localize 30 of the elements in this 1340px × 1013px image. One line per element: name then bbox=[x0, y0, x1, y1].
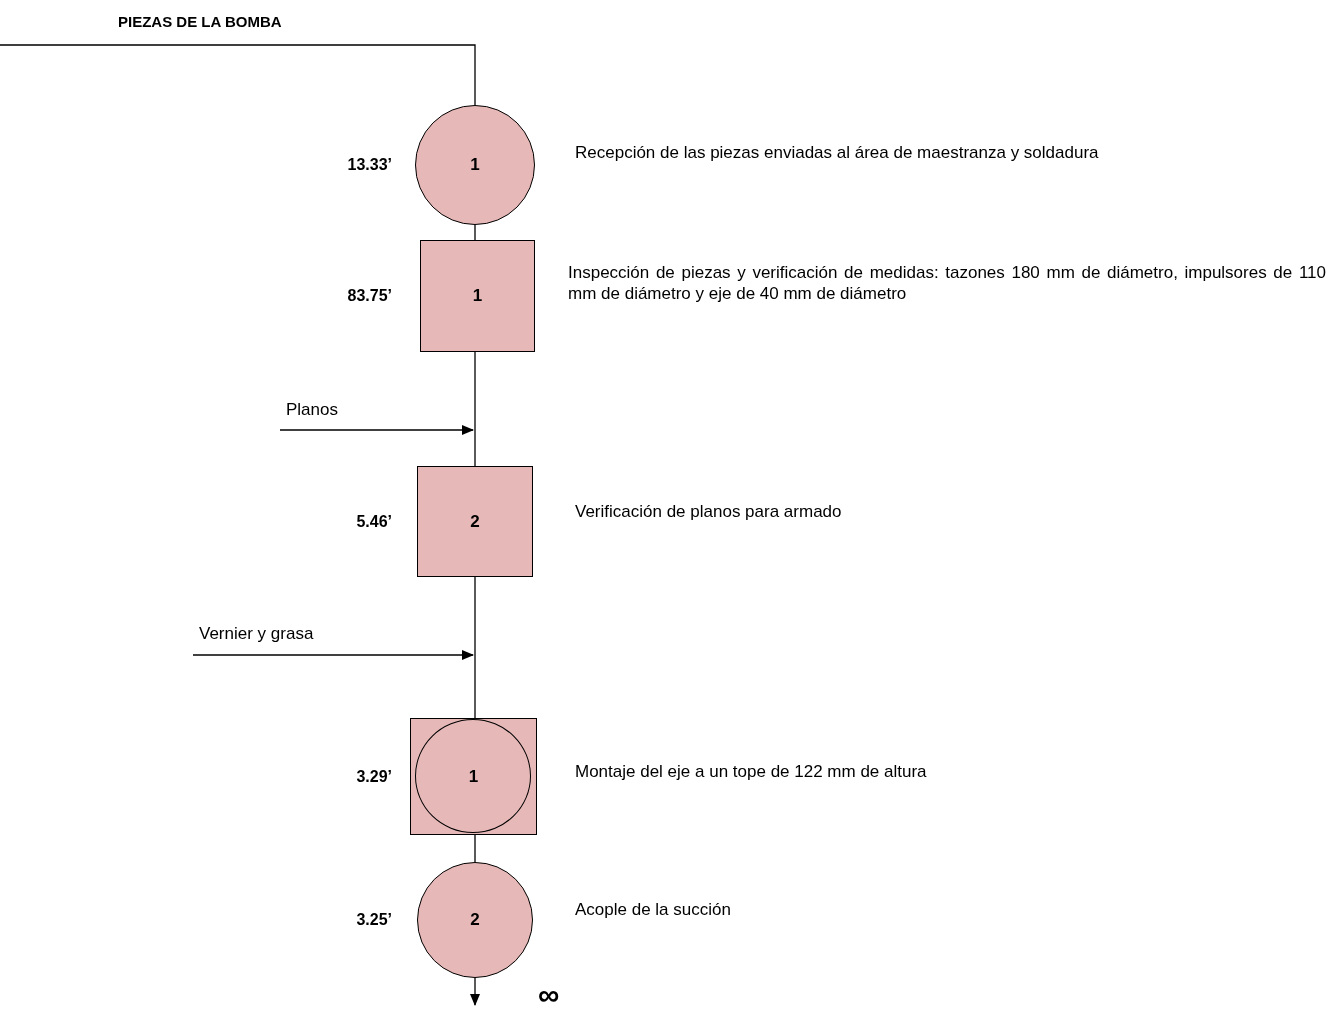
flow-line bbox=[474, 351, 476, 467]
time-label: 3.25’ bbox=[356, 911, 392, 929]
step-number: 2 bbox=[470, 511, 480, 532]
inspection-square bbox=[420, 240, 535, 352]
step-number: 1 bbox=[470, 155, 480, 175]
combined-operation-symbol bbox=[410, 718, 537, 835]
step-description: Verificación de planos para armado bbox=[575, 500, 843, 522]
step-number: 1 bbox=[468, 766, 479, 787]
step-description: Acople de la succión bbox=[575, 898, 732, 920]
time-label: 3.29’ bbox=[356, 767, 392, 786]
step-description: Inspección de piezas y verificación de medidas: tazones 180 mm de diámetro, impulsores de 110 mm de diámetro y eje de 40 mm de diámetro bbox=[568, 262, 1326, 304]
inspection-square bbox=[417, 466, 533, 577]
step-description: Montaje del eje a un tope de 122 mm de altura bbox=[575, 760, 928, 782]
input-label: Vernier y grasa bbox=[199, 624, 314, 644]
time-label: 83.75’ bbox=[347, 287, 392, 305]
storage-symbol: ∞ bbox=[538, 978, 560, 1012]
arrow bbox=[470, 977, 480, 1006]
arrow bbox=[192, 650, 474, 660]
flow-line bbox=[474, 834, 476, 863]
flow-line bbox=[474, 576, 476, 719]
time-label: 13.33’ bbox=[347, 156, 392, 174]
step-number: 1 bbox=[472, 286, 483, 306]
flow-line bbox=[0, 44, 476, 106]
step-number: 2 bbox=[470, 910, 480, 930]
arrow bbox=[279, 425, 474, 435]
input-label: Planos bbox=[286, 400, 338, 420]
chart-title: PIEZAS DE LA BOMBA bbox=[118, 13, 282, 30]
step-description: Recepción de las piezas enviadas al área de maestranza y soldadura bbox=[575, 141, 1100, 163]
flow-line bbox=[474, 224, 476, 241]
time-label: 5.46’ bbox=[356, 512, 392, 531]
